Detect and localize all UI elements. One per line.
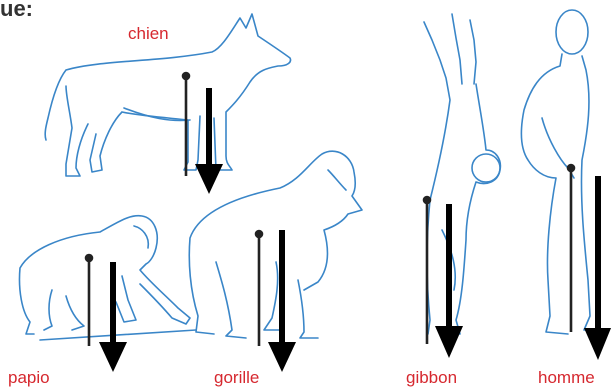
human-gravity-arrow <box>584 176 611 360</box>
label-papio: papio <box>8 368 50 388</box>
baboon-outline <box>19 216 196 340</box>
gibbon-weight-dot <box>424 197 430 203</box>
baboon-weight-dot <box>86 255 92 261</box>
gibbon-head <box>472 154 500 182</box>
human-figure <box>521 10 600 334</box>
human-head <box>556 10 588 54</box>
label-gorille: gorille <box>214 368 259 388</box>
label-homme: homme <box>538 368 595 388</box>
gorilla-weight-dot <box>256 231 262 237</box>
gorilla-gravity-arrow <box>268 230 296 372</box>
gibbon-outline <box>424 14 500 334</box>
human-weight-dot <box>568 165 574 171</box>
gibbon-figure <box>424 14 500 334</box>
gravity-arrows <box>99 88 611 372</box>
label-gibbon: gibbon <box>406 368 457 388</box>
dog-weight-dot <box>183 73 189 79</box>
baboon-face <box>134 226 148 248</box>
baboon-figure <box>19 216 196 340</box>
weight-lines <box>86 73 574 346</box>
human-outline <box>521 54 600 334</box>
label-chien: chien <box>128 24 169 44</box>
gorilla-face <box>328 170 346 190</box>
gibbon-gravity-arrow <box>435 204 463 358</box>
